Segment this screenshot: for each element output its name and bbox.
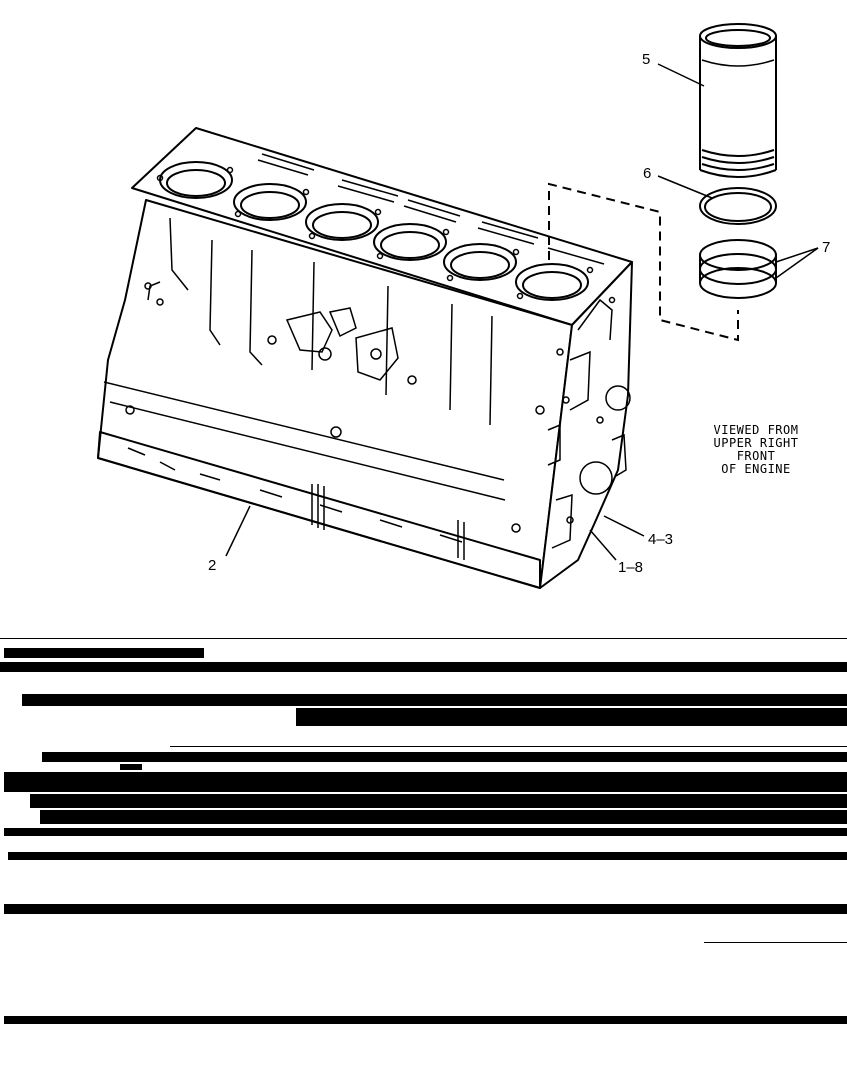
table-band [30, 794, 847, 808]
callout-6: 6 [643, 165, 651, 182]
table-band [42, 752, 847, 762]
table-band [4, 904, 847, 914]
table-band [22, 694, 847, 706]
view-note-line-2: UPPER RIGHT [714, 436, 799, 450]
callout-4-3: 4–3 [648, 531, 673, 548]
table-band [296, 708, 847, 726]
table-band [4, 1016, 847, 1024]
table-band [120, 764, 142, 770]
cylinder-liner [699, 23, 777, 178]
table-rule [704, 942, 847, 943]
table-rule [0, 638, 847, 639]
table-band [0, 662, 847, 672]
liner-seals [699, 239, 777, 299]
redacted-parts-table [0, 630, 847, 1073]
deck-details [156, 153, 616, 304]
engine-block-exploded-diagram: 5 6 7 2 4–3 1–8 VIEWED FROM UPPER RIGHT … [97, 23, 830, 589]
callout-5: 5 [642, 51, 650, 68]
assembly-indicator-lines [548, 182, 739, 342]
callout-2: 2 [208, 557, 216, 574]
callout-1-8: 1–8 [618, 559, 643, 576]
callout-7: 7 [822, 239, 830, 256]
filler-band [699, 187, 777, 225]
cylinder-bores [159, 161, 589, 301]
table-band [40, 810, 847, 824]
table-band [4, 772, 847, 792]
view-orientation-note: VIEWED FROM UPPER RIGHT FRONT OF ENGINE [714, 423, 799, 476]
leader-lines [225, 63, 819, 561]
view-note-line-4: OF ENGINE [721, 462, 791, 476]
table-band [4, 828, 847, 836]
view-note-line-1: VIEWED FROM [714, 423, 799, 437]
block-side-details [103, 217, 545, 560]
view-note-line-3: FRONT [737, 449, 776, 463]
table-band [4, 648, 204, 658]
front-end-details [547, 298, 631, 549]
table-band [8, 852, 847, 860]
engine-block [97, 127, 633, 589]
table-rule [170, 746, 847, 747]
